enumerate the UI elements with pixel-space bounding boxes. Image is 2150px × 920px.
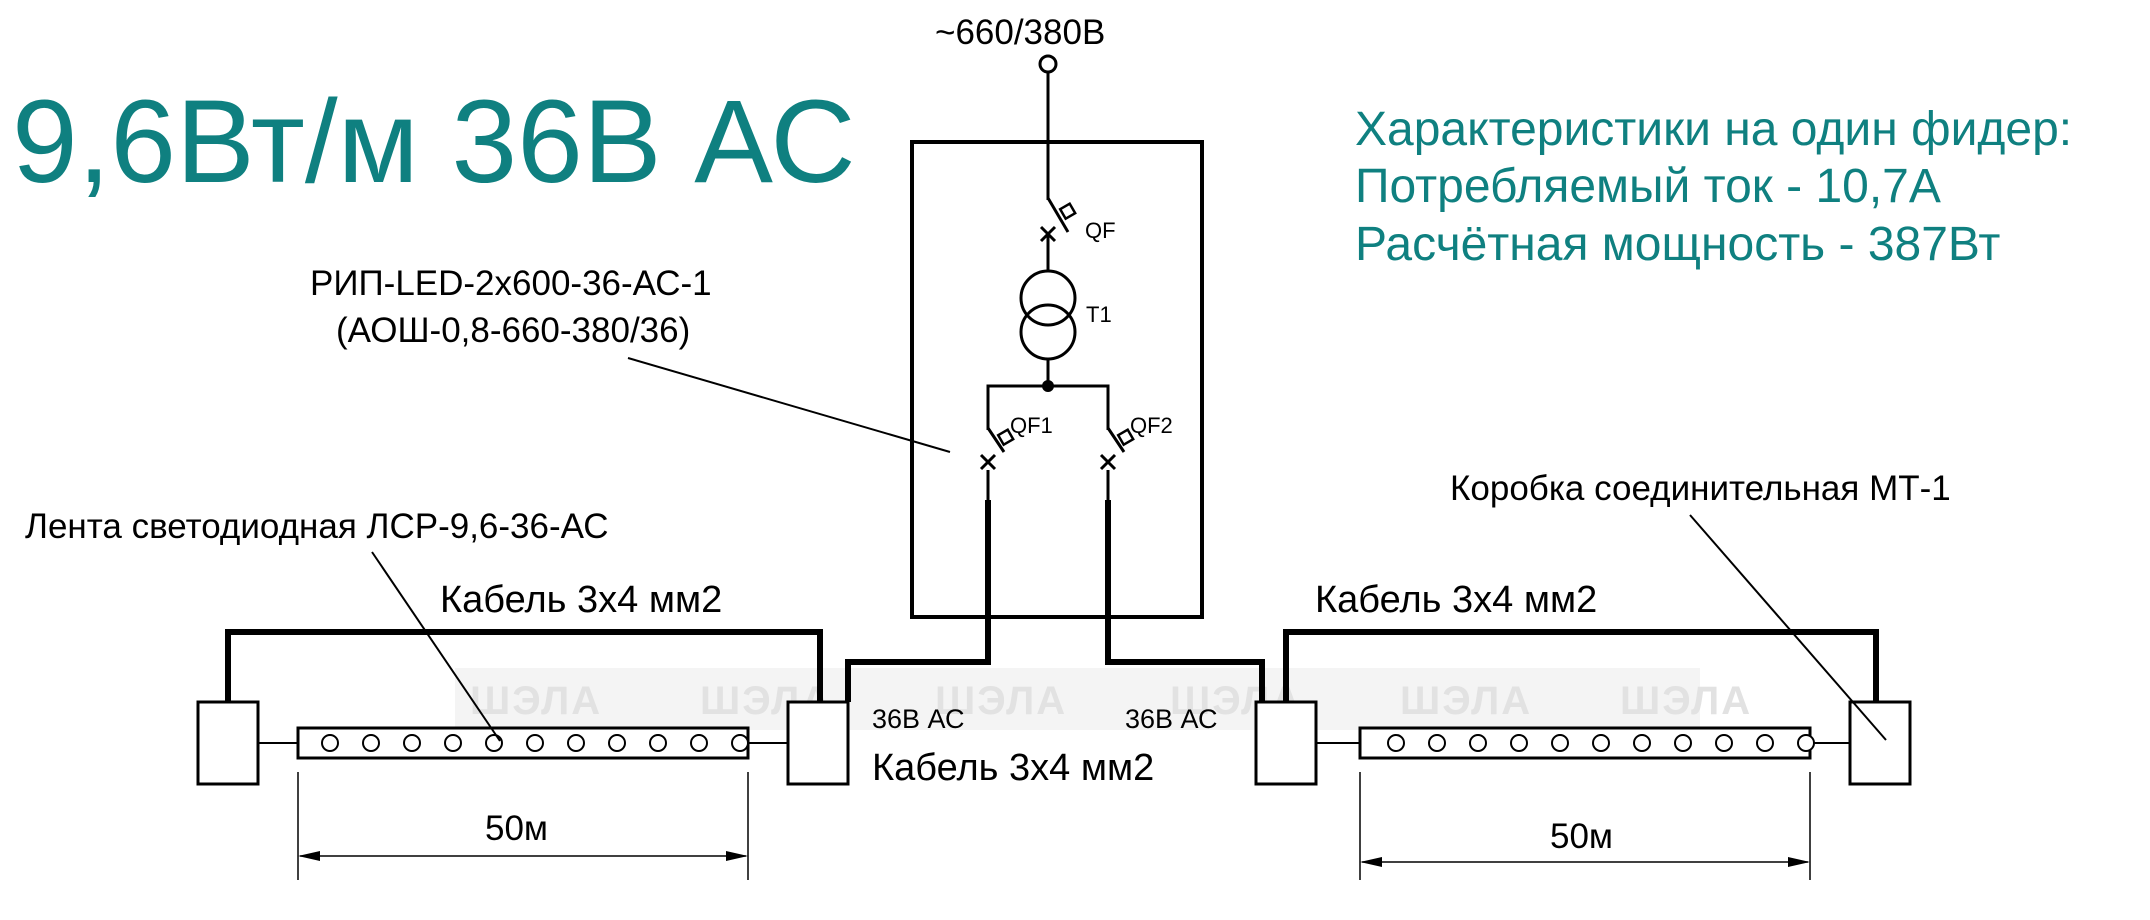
supply-terminal	[1038, 54, 1058, 74]
led-dot	[1592, 734, 1610, 752]
voltage-left-label: 36В АС	[872, 704, 964, 734]
junction-box-right-end	[1848, 700, 1912, 786]
watermark-text: ШЭЛА	[1620, 679, 1752, 723]
led-dot	[1797, 734, 1815, 752]
feeder-specs-heading: Характеристики на один фидер:	[1355, 103, 2072, 156]
qf2-label: QF2	[1130, 413, 1173, 438]
led-dot	[403, 734, 421, 752]
junction-box-left-end	[196, 700, 260, 786]
cable-center-label: Кабель 3х4 мм2	[872, 747, 1154, 789]
led-dot	[608, 734, 626, 752]
led-dot	[362, 734, 380, 752]
junction-box-leader	[1689, 514, 1887, 741]
led-dot	[444, 734, 462, 752]
breaker-qf2	[1099, 427, 1135, 471]
led-strip-leader	[371, 551, 501, 742]
length-left: 50м	[485, 809, 548, 848]
led-dot	[1633, 734, 1651, 752]
led-dot	[1387, 734, 1405, 752]
led-dot	[567, 734, 585, 752]
feeder-power: Расчётная мощность - 387Вт	[1355, 218, 2000, 271]
device-label-line2: (АОШ-0,8-660-380/36)	[336, 311, 690, 350]
t1-label: T1	[1086, 302, 1112, 327]
led-dot	[1551, 734, 1569, 752]
led-dot	[1756, 734, 1774, 752]
led-dot	[1674, 734, 1692, 752]
led-dot	[649, 734, 667, 752]
cable-left-label: Кабель 3х4 мм2	[440, 579, 722, 621]
breaker-qf	[1039, 197, 1077, 272]
led-strip-right	[1358, 726, 1812, 760]
device-leader-line	[627, 357, 951, 453]
supply-voltage-label: ~660/380В	[935, 13, 1105, 52]
cable-right-label: Кабель 3х4 мм2	[1315, 579, 1597, 621]
power-supply-cabinet	[910, 140, 1204, 619]
junction-box-label: Коробка соединительная МТ-1	[1450, 469, 1951, 508]
transformer-t1	[1019, 269, 1077, 392]
led-dot	[1428, 734, 1446, 752]
junction-box-right-feed	[1254, 700, 1318, 786]
led-strip-label: Лента светодиодная ЛСР-9,6-36-АС	[25, 507, 608, 546]
junction-box-left-feed	[786, 700, 850, 786]
cable-right-loop	[1283, 629, 1879, 702]
watermark-text: ШЭЛА	[470, 679, 602, 723]
led-dot	[321, 734, 339, 752]
feeder-cable-right	[1105, 500, 1265, 702]
watermark-text: ШЭЛА	[935, 679, 1067, 723]
dimension-left	[297, 772, 749, 880]
led-dot	[1510, 734, 1528, 752]
qf-label: QF	[1085, 218, 1116, 243]
feeder-current: Потребляемый ток - 10,7А	[1355, 160, 1941, 213]
led-dot	[526, 734, 544, 752]
length-right: 50м	[1550, 817, 1613, 856]
cable-left-loop	[225, 629, 823, 702]
led-dot	[731, 734, 749, 752]
dimension-right	[1359, 772, 1811, 880]
voltage-right-label: 36В АС	[1125, 704, 1217, 734]
led-dot	[690, 734, 708, 752]
distribution-bus	[986, 384, 1110, 430]
device-label-line1: РИП-LED-2х600-36-АС-1	[310, 264, 712, 303]
led-dot	[1469, 734, 1487, 752]
breaker-qf1	[979, 427, 1015, 471]
power-rating-title: 9,6Вт/м 36В АС	[12, 76, 856, 208]
qf1-label: QF1	[1010, 413, 1053, 438]
led-dot	[485, 734, 503, 752]
led-dot	[1715, 734, 1733, 752]
watermark-text: ШЭЛА	[1400, 679, 1532, 723]
feeder-cable-left	[845, 500, 991, 702]
